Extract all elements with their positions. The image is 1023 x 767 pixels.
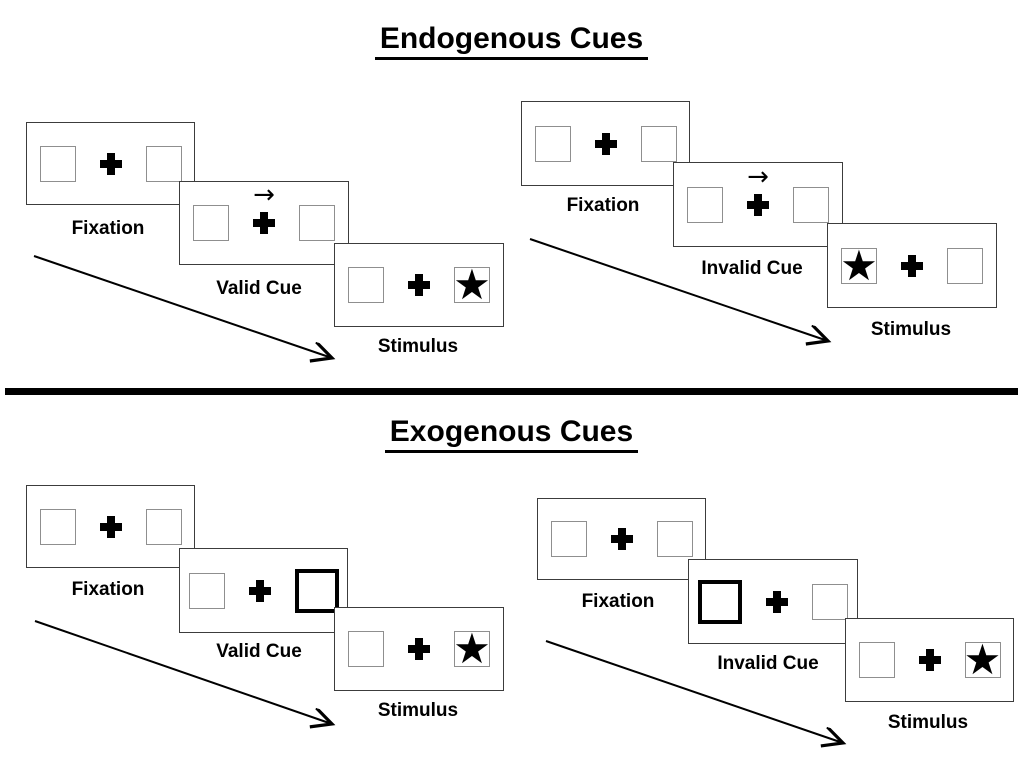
frame-panel-invalid-cue — [688, 559, 858, 644]
placeholder-box-right — [793, 186, 829, 223]
frame-label-stimulus: Stimulus — [870, 319, 952, 340]
fixation-cross-wrap — [248, 579, 271, 602]
placeholder-box-right — [145, 145, 182, 182]
placeholder-box-right — [299, 205, 335, 241]
frame-panel-stimulus: ★ — [827, 223, 997, 308]
fixation-cross-icon — [901, 254, 923, 277]
placeholder-box-left — [193, 205, 229, 241]
frame-panel-invalid-cue: → — [673, 162, 843, 247]
frame-label-stimulus: Stimulus — [377, 336, 459, 357]
highlighted-cue-box-left — [698, 579, 742, 624]
target-box-right: ★ — [453, 260, 491, 309]
fixation-cross-wrap — [99, 152, 122, 175]
fixation-cross-wrap — [408, 274, 430, 296]
placeholder-box-left — [534, 125, 571, 162]
target-box-left: ★ — [840, 240, 878, 290]
fixation-cross-wrap — [610, 528, 633, 550]
time-course-arrow — [33, 255, 340, 364]
frame-label-valid-cue: Valid Cue — [216, 278, 302, 299]
placeholder-box-right — [947, 247, 983, 284]
fixation-cross-icon — [99, 152, 122, 175]
fixation-cross-icon — [408, 274, 430, 296]
fixation-cross-icon — [594, 132, 617, 155]
frame-panel-valid-cue: → — [179, 181, 349, 265]
time-course-arrow — [545, 640, 852, 749]
frame-label-valid-cue: Valid Cue — [216, 641, 302, 662]
fixation-cross-wrap: → — [253, 182, 275, 234]
frame-label-fixation: Fixation — [71, 218, 145, 239]
placeholder-box-right — [145, 508, 182, 545]
section-title-exogenous: Exogenous Cues — [0, 415, 1023, 453]
placeholder-box-right — [656, 521, 693, 557]
frame-label-fixation: Fixation — [581, 591, 655, 612]
placeholder-box-left — [188, 572, 225, 609]
placeholder-box-left — [550, 521, 587, 557]
frame-panel-stimulus: ★ — [845, 618, 1014, 702]
fixation-cross-wrap — [408, 638, 430, 660]
frame-label-invalid-cue: Invalid Cue — [701, 258, 803, 279]
frame-label-stimulus: Stimulus — [377, 700, 459, 721]
fixation-cross-icon — [918, 649, 941, 671]
frame-panel-valid-cue — [179, 548, 348, 633]
placeholder-box-left — [858, 642, 895, 678]
cue-arrow-right-icon: → — [253, 180, 275, 210]
target-box-right: ★ — [453, 624, 491, 673]
frame-label-fixation: Fixation — [566, 195, 640, 216]
fixation-cross-wrap — [594, 132, 617, 155]
section-title-endogenous: Endogenous Cues — [0, 22, 1023, 60]
time-course-arrow — [529, 238, 836, 347]
placeholder-box-left — [39, 508, 76, 545]
frame-panel-fixation — [537, 498, 706, 580]
placeholder-box-left — [39, 145, 76, 182]
fixation-cross-icon — [610, 528, 633, 550]
frame-panel-fixation — [521, 101, 690, 186]
fixation-cross-icon — [408, 638, 430, 660]
fixation-cross-wrap — [766, 590, 788, 613]
star-icon: ★ — [453, 260, 491, 309]
placeholder-box-right — [640, 125, 677, 162]
star-icon: ★ — [840, 240, 878, 290]
section-title-text: Endogenous Cues — [374, 22, 649, 60]
time-course-arrow — [34, 620, 341, 730]
cue-arrow-right-icon: → — [747, 161, 769, 192]
section-title-text: Exogenous Cues — [384, 415, 639, 453]
section-divider — [5, 388, 1018, 395]
fixation-cross-wrap: → — [747, 164, 769, 216]
fixation-cross-wrap — [918, 649, 941, 671]
placeholder-box-left — [348, 267, 384, 303]
frame-label-invalid-cue: Invalid Cue — [717, 653, 819, 674]
placeholder-box-left — [687, 186, 723, 223]
frame-panel-stimulus: ★ — [334, 243, 504, 327]
frame-label-fixation: Fixation — [71, 579, 145, 600]
frame-panel-stimulus: ★ — [334, 607, 504, 691]
frame-label-stimulus: Stimulus — [887, 712, 969, 733]
star-icon: ★ — [963, 635, 1002, 684]
fixation-cross-wrap — [99, 515, 122, 538]
placeholder-box-right — [812, 583, 848, 620]
highlighted-cue-box-right — [294, 568, 339, 613]
frame-panel-fixation — [26, 122, 195, 205]
frame-panel-fixation — [26, 485, 195, 568]
fixation-cross-wrap — [901, 254, 923, 277]
fixation-cross-icon — [253, 212, 275, 234]
fixation-cross-icon — [248, 579, 271, 602]
star-icon: ★ — [453, 624, 491, 673]
fixation-cross-icon — [747, 193, 769, 216]
target-box-right: ★ — [963, 635, 1002, 684]
fixation-cross-icon — [766, 590, 788, 613]
fixation-cross-icon — [99, 515, 122, 538]
placeholder-box-left — [348, 631, 384, 667]
